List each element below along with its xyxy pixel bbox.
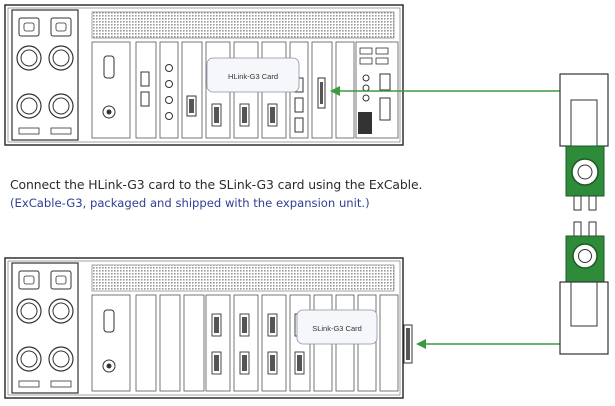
excable-connector-top — [560, 74, 608, 210]
hlink-callout: HLink-G3 Card — [207, 58, 299, 92]
cable-note-caption: (ExCable-G3, packaged and shipped with t… — [10, 196, 370, 210]
slink-callout: SLink-G3 Card — [297, 310, 377, 344]
hlink-callout-label: HLink-G3 Card — [228, 72, 278, 81]
slink-callout-label: SLink-G3 Card — [312, 324, 362, 333]
connection-arrow-bottom — [416, 339, 560, 349]
host-chassis — [5, 5, 403, 145]
instruction-caption: Connect the HLink-G3 card to the SLink-G… — [10, 177, 422, 192]
excable-connector-bottom — [560, 222, 608, 354]
